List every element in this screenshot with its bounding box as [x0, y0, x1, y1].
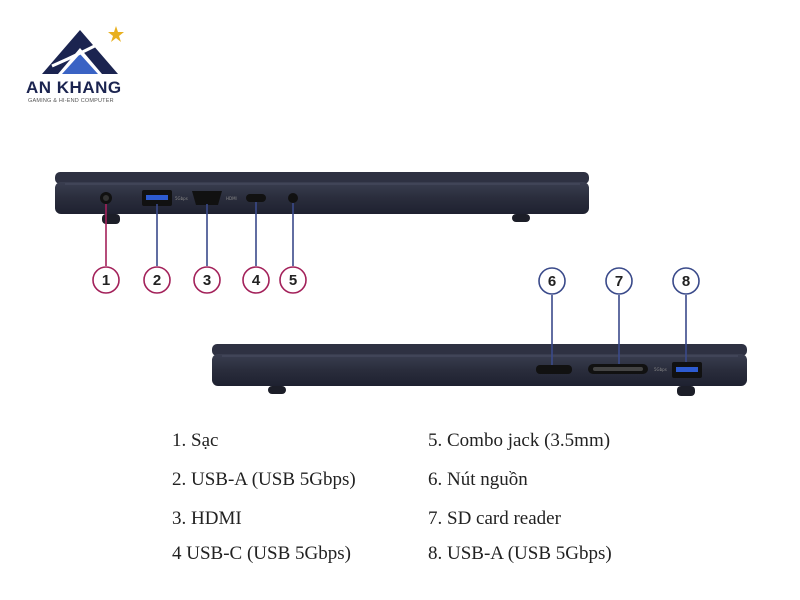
brand-name: AN KHANG	[26, 78, 122, 97]
callout-1: 1	[92, 266, 120, 294]
callout-6: 6	[538, 267, 566, 295]
callout-4: 4	[242, 266, 270, 294]
callout-3: 3	[193, 266, 221, 294]
laptop-right-side: 5Gbps	[212, 344, 747, 396]
callout-7-label: 7	[615, 273, 623, 290]
callout-2-label: 2	[153, 272, 161, 289]
callout-4-label: 4	[252, 272, 261, 289]
callout-1-label: 1	[102, 272, 110, 289]
laptop-left-side: 5Gbps HDMI	[55, 172, 589, 224]
hdmi-port-label: HDMI	[226, 196, 237, 201]
usb-a-right-speed-label: 5Gbps	[654, 367, 667, 372]
callout-3-label: 3	[203, 272, 211, 289]
callout-8-label: 8	[682, 273, 690, 290]
callout-6-label: 6	[548, 273, 556, 290]
brand-tagline: GAMING & HI-END COMPUTER	[28, 98, 114, 104]
brand-logo	[22, 22, 142, 112]
brand-mark-icon	[42, 26, 124, 74]
callout-7: 7	[605, 267, 633, 295]
usb-a-left-speed-label: 5Gbps	[175, 196, 188, 201]
callout-8: 8	[672, 267, 700, 295]
callout-5-label: 5	[289, 272, 297, 289]
callout-2: 2	[143, 266, 171, 294]
callout-5: 5	[279, 266, 307, 294]
